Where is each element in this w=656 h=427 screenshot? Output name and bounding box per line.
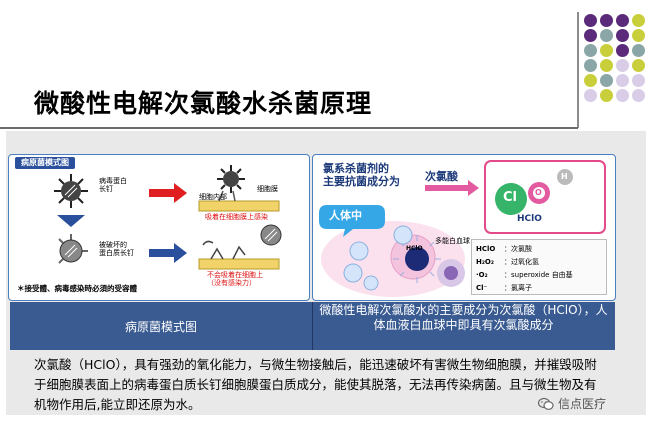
body-label: 人体中 xyxy=(329,209,362,222)
diagram-footnote: ＊接受體、病毒感染時必須的受容體 xyxy=(17,284,137,293)
decorative-dot xyxy=(584,59,597,72)
decorative-dot xyxy=(616,74,629,87)
hocl-illustration xyxy=(319,160,606,297)
label-membrane: 细胞膜 xyxy=(257,185,278,193)
label-enzyme: 多能白血球 xyxy=(435,237,470,245)
title-underline xyxy=(0,127,578,129)
decorative-dot xyxy=(632,59,645,72)
molecule-formula: HClO xyxy=(517,214,542,224)
atom-cl: Cl xyxy=(503,190,517,205)
decorative-vertical-line xyxy=(577,12,579,128)
label-cell-inner: 细胞内部 xyxy=(199,193,227,201)
decorative-dot xyxy=(632,29,645,42)
decorative-dot xyxy=(600,89,613,102)
chlorine-atom-icon xyxy=(495,183,527,215)
wechat-icon xyxy=(538,397,554,410)
decorative-dot xyxy=(584,89,597,102)
arrow-right-icon xyxy=(149,243,187,263)
legend-row: HClO：次氯酸 xyxy=(476,245,532,253)
slide-title: 微酸性电解次氯酸水杀菌原理 xyxy=(34,89,373,118)
decorative-dot xyxy=(600,29,613,42)
decorative-dot xyxy=(600,59,613,72)
body-paragraph: 次氯酸（HClO），具有强劲的氧化能力，与微生物接触后，能迅速破坏有害微生物细胞… xyxy=(34,357,597,412)
decorative-dot xyxy=(632,89,645,102)
atom-o: O xyxy=(535,188,542,197)
heading-hocl: 次氯酸 xyxy=(425,170,458,183)
decorative-dot xyxy=(584,44,597,57)
white-blood-cell-icon xyxy=(405,247,429,271)
label-no-attach: 不会吸着在细胞上 （没有感染力） xyxy=(207,271,263,287)
caption-left: 病原菌模式图 xyxy=(124,319,197,334)
diagram-heading: 氯系杀菌剂的 主要抗菌成分为 xyxy=(323,162,400,188)
caption-right: 微酸性电解次氯酸水的主要成分为次氯酸（HClO），人体血液白血球中即具有次氯酸成… xyxy=(319,303,608,332)
watermark: 信点医疗 xyxy=(538,395,606,412)
watermark-text: 信点医疗 xyxy=(558,397,607,411)
arrow-right-icon xyxy=(425,180,479,196)
virus-icon xyxy=(217,165,245,193)
decorative-dot xyxy=(584,74,597,87)
pathogen-model-diagram: 病原菌模式图 xyxy=(8,154,310,301)
hocl-in-cell: HClO xyxy=(406,245,423,252)
damaged-virus-icon xyxy=(260,224,282,246)
caption-divider xyxy=(312,302,313,350)
label-damaged-spike: 被破坏的 蛋白质长钉 xyxy=(99,241,134,257)
damaged-virus-icon xyxy=(58,234,88,264)
pathogen-illustration xyxy=(54,165,282,270)
legend-row: ·O₂：superoxide 自由基 xyxy=(476,271,573,279)
decorative-dot-grid xyxy=(584,14,648,106)
decorative-dot xyxy=(632,14,645,27)
decorative-dot xyxy=(600,14,613,27)
arrow-down-icon xyxy=(57,215,85,227)
legend: HClO：次氯酸 H₂O₂：过氧化氢 ·O₂：superoxide 自由基 Cl… xyxy=(471,239,607,295)
decorative-dot xyxy=(584,14,597,27)
decorative-dot xyxy=(600,44,613,57)
decorative-dot xyxy=(600,74,613,87)
label-spike: 病毒蛋白 长钉 xyxy=(99,177,127,193)
decorative-dot xyxy=(616,44,629,57)
label-attach: 吸着在细胞膜上感染 xyxy=(205,213,268,221)
decorative-dot xyxy=(584,29,597,42)
virus-icon xyxy=(54,174,88,208)
diagram-tag: 病原菌模式图 xyxy=(15,157,75,169)
decorative-dot xyxy=(616,89,629,102)
hydrogen-atom-icon xyxy=(557,169,573,185)
decorative-dot xyxy=(632,44,645,57)
decorative-dot xyxy=(616,29,629,42)
decorative-dot xyxy=(632,74,645,87)
legend-row: Cl⁻：氯离子 xyxy=(476,284,532,292)
atom-h: H xyxy=(561,172,568,181)
decorative-dot xyxy=(616,14,629,27)
legend-row: H₂O₂：过氧化氢 xyxy=(476,258,539,266)
arrow-right-icon xyxy=(149,183,187,203)
hocl-component-diagram: 氯系杀菌剂的 主要抗菌成分为 次氯酸 人体中 HClO H Cl O 多能白血球… xyxy=(312,154,616,301)
decorative-dot xyxy=(616,59,629,72)
